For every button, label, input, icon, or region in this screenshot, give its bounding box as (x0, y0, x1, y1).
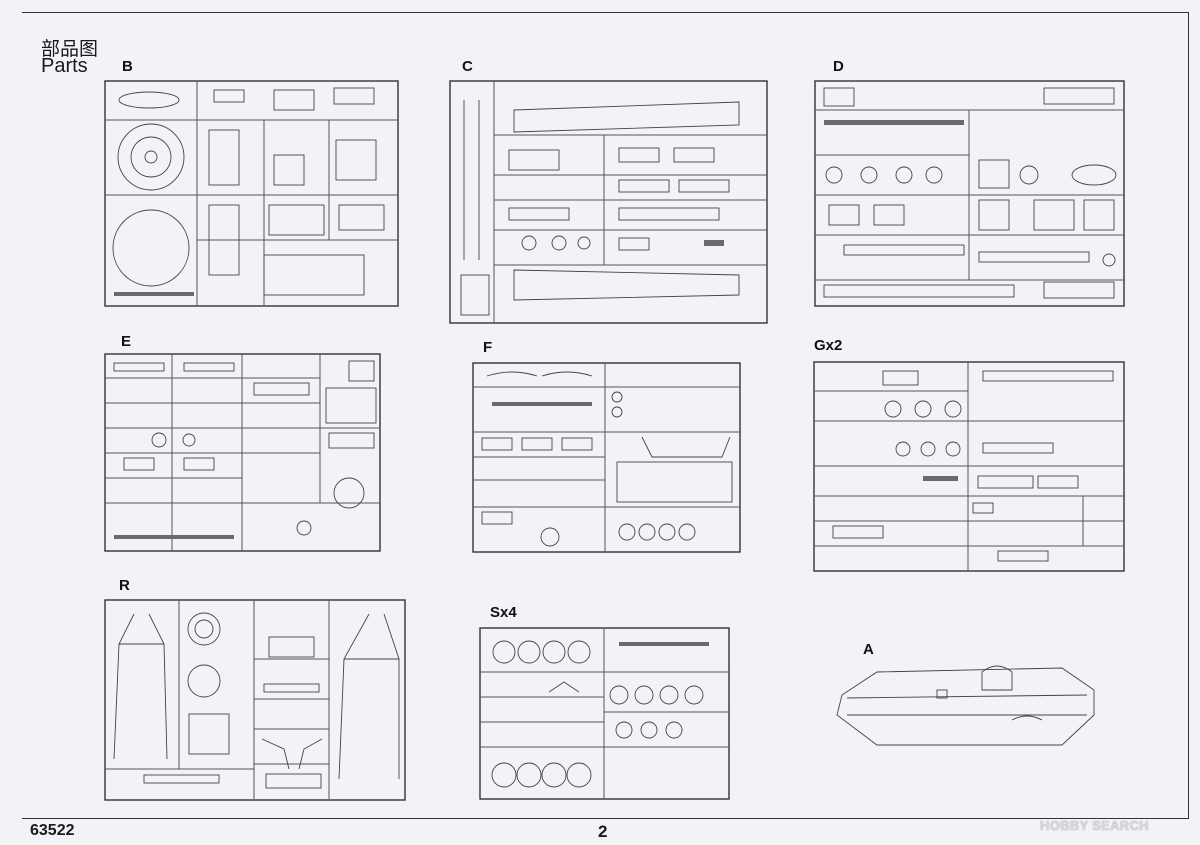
part-a-hull-diagram (836, 665, 1095, 746)
sprue-label-d: D (833, 58, 844, 75)
parts-title-chinese: 部品图 (41, 39, 99, 60)
sprue-label-g: Gx2 (814, 337, 843, 354)
parts-title: Parts (41, 55, 88, 77)
sprue-c-diagram (449, 80, 768, 324)
page-number: 2 (598, 822, 608, 841)
page-frame (22, 12, 1189, 819)
sprue-label-b: B (122, 58, 133, 75)
sprue-d-diagram (814, 80, 1125, 307)
sprue-r-diagram (104, 599, 406, 801)
sprue-b-diagram (104, 80, 399, 307)
sprue-g-diagram (813, 361, 1125, 572)
sprue-label-r: R (119, 577, 130, 594)
sprue-e-diagram (104, 353, 381, 552)
sprue-label-s: Sx4 (490, 604, 517, 621)
watermark: HOBBY SEARCH (1040, 818, 1149, 833)
sprue-label-e: E (121, 333, 132, 350)
sprue-label-f: F (483, 339, 493, 356)
sprue-label-c: C (462, 58, 473, 75)
sprue-f-diagram (472, 362, 741, 553)
product-code: 63522 (30, 822, 75, 839)
sprue-s-diagram (479, 627, 730, 800)
sprue-label-a: A (863, 641, 874, 658)
